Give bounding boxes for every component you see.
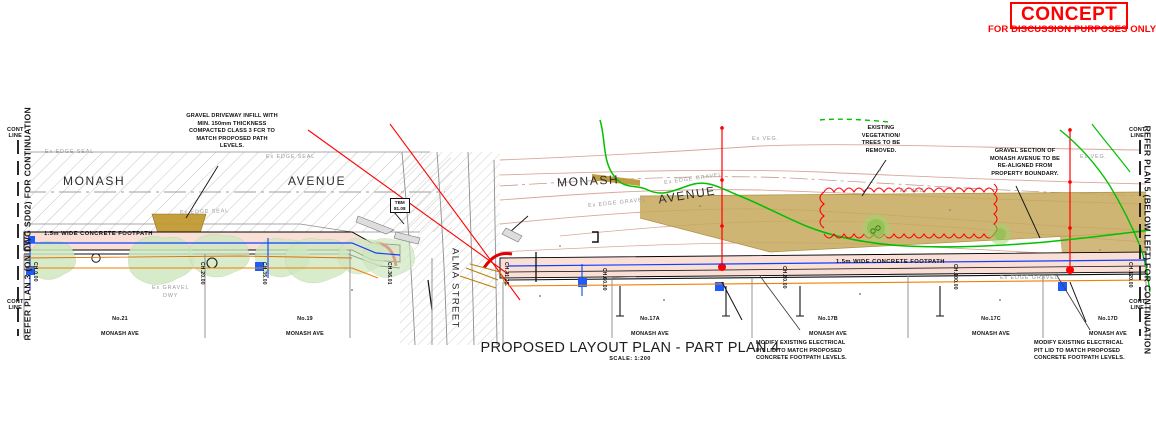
property-street: MONASH AVE [809, 331, 847, 338]
cont-line-label-bottom-right: CONT LINE [1129, 299, 1146, 311]
chainage-label-6: CH.80.00 [781, 266, 787, 289]
label-ex-edge-gravel-3: Ex EDGE GRAVEL [1000, 275, 1059, 281]
road-label-monash-left: MONASH [63, 174, 126, 188]
chainage-label-7: CH.100.00 [952, 264, 958, 290]
property-number: No.17A [640, 315, 660, 322]
note-gravel-driveway: GRAVEL DRIVEWAY INFILL WITH MIN. 150mm T… [186, 113, 278, 150]
service-line-electrical-orange [23, 255, 1147, 289]
continuation-match-lines [17, 140, 1141, 336]
gravel-road-surface [592, 174, 1147, 253]
property-number: No.17C [981, 315, 1001, 322]
kerb-ramp-symbol [355, 215, 523, 245]
label-ex-gravel-dwy: Ex GRAVEL DWY [152, 285, 190, 300]
cont-line-label-top-right: CONT LINE [1129, 127, 1146, 139]
note-leader-lines [185, 159, 1041, 239]
service-pits [427, 231, 1087, 323]
property-label-1: No.19 MONASH AVE [275, 308, 335, 347]
property-label-5: No.17D MONASH AVE [1078, 308, 1138, 347]
label-ex-edge-seal-1: Ex EDGE SEAL [45, 149, 95, 155]
property-label-4: No.17C MONASH AVE [961, 308, 1021, 347]
label-ex-veg-2: Ex VEG. [900, 188, 927, 194]
service-line-water-blue [24, 236, 1147, 296]
chainage-label-2: CH.35.00 [261, 262, 267, 285]
label-ex-edge-seal-2: Ex EDGE SEAL [266, 154, 316, 160]
chainage-label-8: CH.120.00 [1127, 262, 1133, 288]
property-label-0: No.21 MONASH AVE [90, 308, 150, 347]
property-number: No.17D [1098, 315, 1118, 322]
chainage-label-0: CH.0.00 [32, 262, 38, 282]
chainage-label-5: CH.60.00 [601, 268, 607, 291]
label-ex-veg-1: Ex VEG. [752, 136, 779, 142]
property-street: MONASH AVE [631, 331, 669, 338]
existing-trees [27, 214, 1011, 285]
left-continuation-note: REFER PLAN 3 (ON DWG SD02) FOR CONTINUAT… [22, 106, 33, 341]
note-gravel-section: GRAVEL SECTION OF MONASH AVENUE TO BE RE… [990, 148, 1060, 177]
property-street: MONASH AVE [286, 331, 324, 338]
property-label-3: No.17B MONASH AVE [798, 308, 858, 347]
concept-subtitle: FOR DISCUSSION PURPOSES ONLY [988, 24, 1156, 35]
property-street: MONASH AVE [1089, 331, 1127, 338]
vegetation-line-green [599, 118, 1151, 293]
property-number: No.21 [112, 315, 128, 322]
tbm-benchmark-box: TBM 81.08 [390, 198, 410, 214]
note-electrical-pit-left: MODIFY EXISTING ELECTRICAL PIT LID TO MA… [756, 340, 847, 362]
label-footpath-left: 1.5m WIDE CONCRETE FOOTPATH [44, 231, 153, 237]
property-number: No.17B [818, 315, 838, 322]
property-boundaries [23, 250, 1147, 345]
plan-scale-label: SCALE: 1:200 [609, 356, 651, 362]
road-label-avenue-left: AVENUE [288, 174, 347, 188]
cont-line-label-bottom-left: CONT LINE [7, 299, 24, 311]
cont-line-label-top-left: CONT LINE [7, 127, 24, 139]
survey-points [351, 169, 1101, 301]
property-number: No.19 [297, 315, 313, 322]
property-street: MONASH AVE [972, 331, 1010, 338]
label-footpath-right: 1.5m WIDE CONCRETE FOOTPATH [836, 259, 945, 265]
road-label-alma-street: ALMA STREET [449, 248, 461, 329]
chainage-label-3: CH.36.01 [386, 262, 392, 285]
concept-stamp: CONCEPT [1010, 2, 1129, 29]
property-street: MONASH AVE [101, 331, 139, 338]
note-existing-vegetation: EXISTING VEGETATION/ TREES TO BE REMOVED… [861, 125, 901, 154]
page-title: PROPOSED LAYOUT PLAN - PART PLAN 4 [480, 340, 780, 356]
chainage-label-4: CH.41.25 [503, 262, 509, 285]
chainage-label-1: CH.20.00 [199, 262, 205, 285]
note-electrical-pit-right: MODIFY EXISTING ELECTRICAL PIT LID TO MA… [1034, 340, 1125, 362]
sealed-road-hatch [24, 151, 452, 233]
property-label-2: No.17A MONASH AVE [620, 308, 680, 347]
alma-street-hatch [400, 151, 500, 346]
label-ex-veg-3: Ex VEG. [1080, 154, 1107, 160]
